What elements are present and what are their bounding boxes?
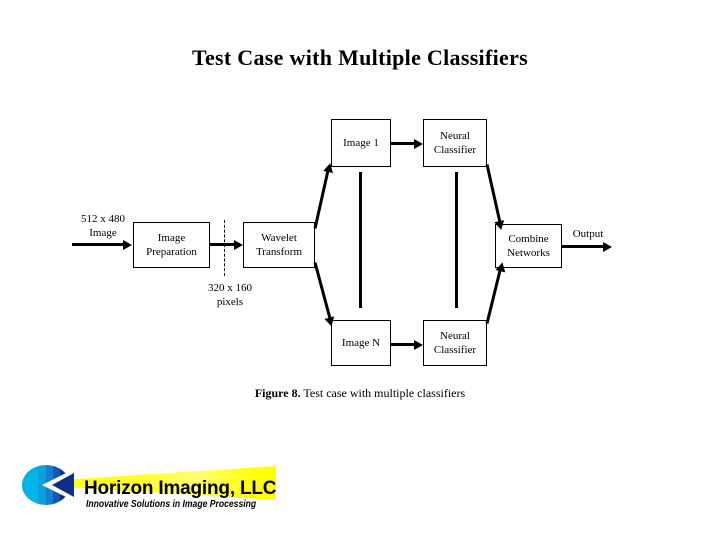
node-label-line: Image N: [341, 337, 381, 349]
node-label-line: Classifier: [433, 344, 477, 356]
node-label-line: Transform: [255, 246, 303, 258]
arrow-preparation-to-transform: [210, 239, 243, 250]
label-line: Output: [572, 228, 604, 240]
arrow-combine-to-output: [562, 241, 612, 252]
node-image-1[interactable]: Image 1: [331, 119, 391, 167]
figure-caption-text: Test case with multiple classifiers: [300, 386, 466, 400]
node-label-line: Preparation: [146, 246, 197, 258]
arrow-input-to-preparation: [72, 239, 132, 250]
figure-caption: Figure 8. Test case with multiple classi…: [0, 386, 720, 401]
node-wavelet-transform[interactable]: Wavelet Transform: [243, 222, 315, 268]
logo-tagline: Innovative Solutions in Image Processing: [86, 499, 257, 510]
ellipsis-bar-classifiers: [455, 172, 458, 308]
arrow-transform-to-imagen: [313, 261, 332, 319]
ellipsis-bar-images: [359, 172, 362, 308]
page-title: Test Case with Multiple Classifiers: [191, 45, 528, 70]
node-neural-classifier-bottom[interactable]: Neural Classifier: [423, 320, 487, 366]
label-line: 320 x 160: [208, 282, 252, 294]
label-output: Output: [566, 227, 610, 241]
label-input-image-size: 512 x 480 Image: [72, 212, 134, 240]
node-image-n[interactable]: Image N: [331, 320, 391, 366]
label-line: Image: [89, 227, 117, 239]
node-label-line: Classifier: [433, 144, 477, 156]
node-label-line: Image: [157, 232, 186, 244]
arrow-classifier-top-to-combine: [485, 163, 502, 223]
logo-company-name: Horizon Imaging, LLC: [84, 478, 277, 499]
logo-mark-icon: [22, 465, 74, 505]
arrow-transform-to-image1: [313, 169, 330, 229]
figure-caption-number: Figure 8.: [254, 386, 301, 400]
label-line: pixels: [216, 296, 244, 308]
node-label-line: Networks: [507, 247, 550, 259]
arrow-image1-to-classifier: [391, 138, 423, 149]
node-label-line: Image 1: [343, 137, 379, 149]
node-label-line: Neural: [440, 130, 470, 142]
arrow-imagen-to-classifier: [391, 339, 423, 350]
node-label-line: Combine: [508, 233, 549, 245]
node-image-preparation[interactable]: Image Preparation: [133, 222, 210, 268]
node-neural-classifier-top[interactable]: Neural Classifier: [423, 119, 487, 167]
stage-divider-dashed-line: [224, 220, 225, 276]
arrow-classifier-bottom-to-combine: [485, 269, 502, 324]
label-line: 512 x 480: [81, 213, 125, 225]
node-label-line: Neural: [440, 330, 470, 342]
label-intermediate-image-size: 320 x 160 pixels: [199, 281, 261, 309]
node-label-line: Wavelet: [261, 232, 297, 244]
company-logo: Horizon Imaging, LLC Innovative Solution…: [22, 462, 277, 524]
node-combine-networks[interactable]: Combine Networks: [495, 224, 562, 268]
